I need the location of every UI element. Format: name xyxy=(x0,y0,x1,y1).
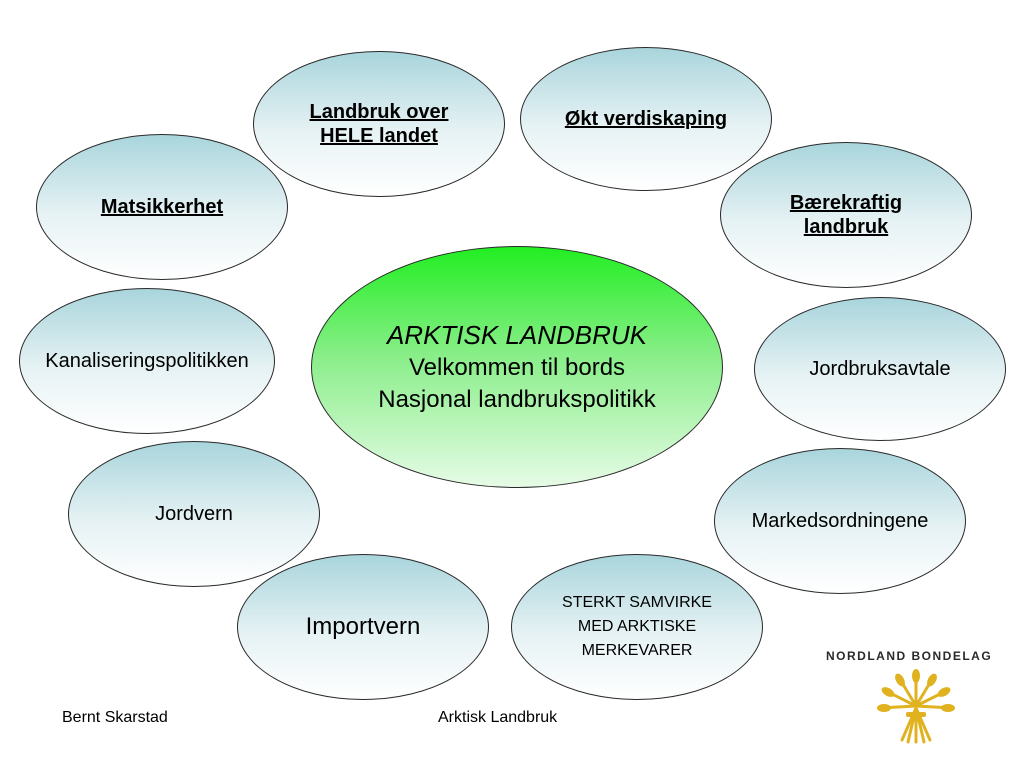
node-okt-verdiskaping: Økt verdiskaping xyxy=(520,47,772,191)
node-label: Økt verdiskaping xyxy=(564,107,728,130)
node-baerekraftig-landbruk: Bærekraftig landbruk xyxy=(720,142,972,288)
node-label: Markedsordningene xyxy=(751,509,929,532)
center-line-2: Nasjonal landbrukspolitikk xyxy=(378,386,656,414)
node-label: Importvern xyxy=(305,613,421,641)
node-matsikkerhet: Matsikkerhet xyxy=(36,134,288,280)
center-ellipse: ARKTISK LANDBRUK Velkommen til bords Nas… xyxy=(311,246,723,488)
node-sterkt-samvirke: STERKT SAMVIRKE MED ARKTISKE MERKEVARER xyxy=(511,554,763,700)
center-line-1: Velkommen til bords xyxy=(408,354,626,382)
center-title: ARKTISK LANDBRUK xyxy=(386,320,648,351)
node-markedsordningene: Markedsordningene xyxy=(714,448,966,594)
node-landbruk-over-hele-landet: Landbruk over HELE landet xyxy=(253,51,505,197)
footer-author: Bernt Skarstad xyxy=(62,709,168,726)
node-label: Jordbruksavtale xyxy=(809,357,951,380)
node-label: Bærekraftig landbruk xyxy=(789,191,903,238)
node-label: Jordvern xyxy=(155,502,233,525)
node-jordbruksavtale: Jordbruksavtale xyxy=(754,297,1006,441)
node-kanaliseringspolitikken: Kanaliseringspolitikken xyxy=(19,288,275,434)
footer-title: Arktisk Landbruk xyxy=(438,709,558,726)
node-label: Matsikkerhet xyxy=(100,195,224,218)
node-label: Landbruk over HELE landet xyxy=(309,100,449,147)
wheat-sheaf-icon xyxy=(876,668,956,751)
node-label: STERKT SAMVIRKE MED ARKTISKE MERKEVARER xyxy=(562,594,712,659)
node-importvern: Importvern xyxy=(237,554,489,700)
node-label: Kanaliseringspolitikken xyxy=(45,349,249,372)
logo-text: NORDLAND BONDELAG xyxy=(826,649,993,663)
node-jordvern: Jordvern xyxy=(68,441,320,587)
